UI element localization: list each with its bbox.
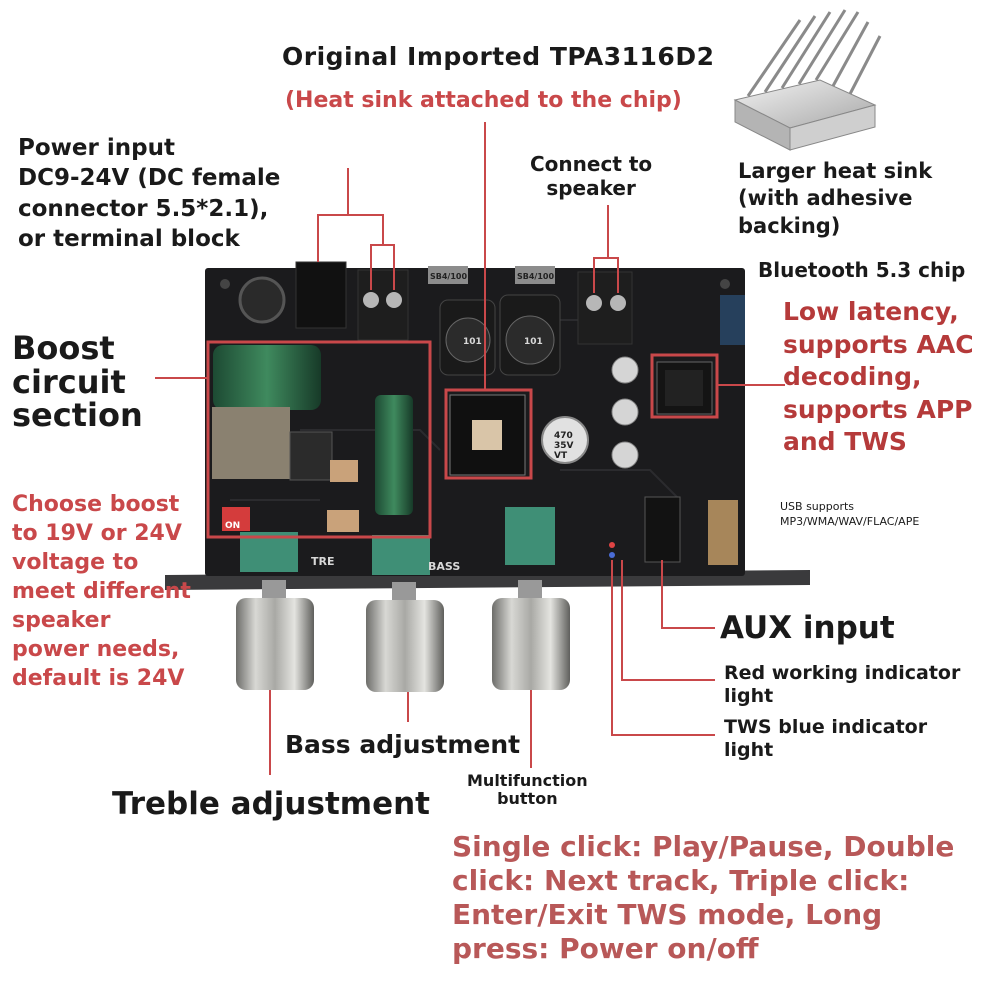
heat-sink-image — [733, 9, 882, 151]
multifunction-knob — [492, 580, 570, 690]
amplifier-board — [165, 261, 810, 590]
chip-highlight — [444, 388, 533, 480]
treble-adjustment-label: Treble adjustment — [112, 786, 430, 822]
boost-note-label: Choose boost to 19V or 24V voltage to me… — [12, 492, 191, 692]
aux-input-label: AUX input — [720, 610, 895, 646]
boost-highlight — [206, 340, 432, 539]
on-marking: ON — [225, 521, 240, 531]
subtitle: (Heat sink attached to the chip) — [285, 88, 682, 113]
bluetooth-features-label: Low latency, supports AAC decoding, supp… — [783, 297, 974, 456]
connect-speaker-label: Connect to speaker — [530, 152, 653, 200]
red-indicator-label: Red working indicator light — [724, 662, 961, 707]
callout-lines — [155, 122, 785, 775]
multifunction-button-label: Multifunction button — [467, 771, 588, 809]
chip-code-1: SB4/100 — [430, 272, 467, 281]
bluetooth-chip-label: Bluetooth 5.3 chip — [758, 258, 966, 282]
heat-sink-label: Larger heat sink (with adhesive backing) — [738, 159, 933, 238]
power-input-label: Power input DC9-24V (DC female connector… — [18, 135, 281, 253]
bass-knob — [366, 582, 444, 692]
tre-marking: TRE — [311, 555, 335, 568]
knobs — [236, 580, 570, 692]
inductor-marking-1: 101 — [463, 337, 482, 347]
title: Original Imported TPA3116D2 — [282, 42, 715, 71]
highlight-boxes — [206, 340, 719, 539]
bass-marking: BASS — [428, 560, 460, 573]
chip-code-2: SB4/100 — [517, 272, 554, 281]
button-functions-label: Single click: Play/Pause, Double click: … — [452, 830, 955, 966]
bass-adjustment-label: Bass adjustment — [285, 730, 521, 759]
boost-section-label: Boost circuit section — [12, 329, 143, 435]
tws-indicator-label: TWS blue indicator light — [724, 716, 928, 761]
treble-knob — [236, 580, 314, 690]
usb-support-label: USB supports MP3/WMA/WAV/FLAC/APE — [780, 500, 920, 528]
inductor-marking-2: 101 — [524, 337, 543, 347]
